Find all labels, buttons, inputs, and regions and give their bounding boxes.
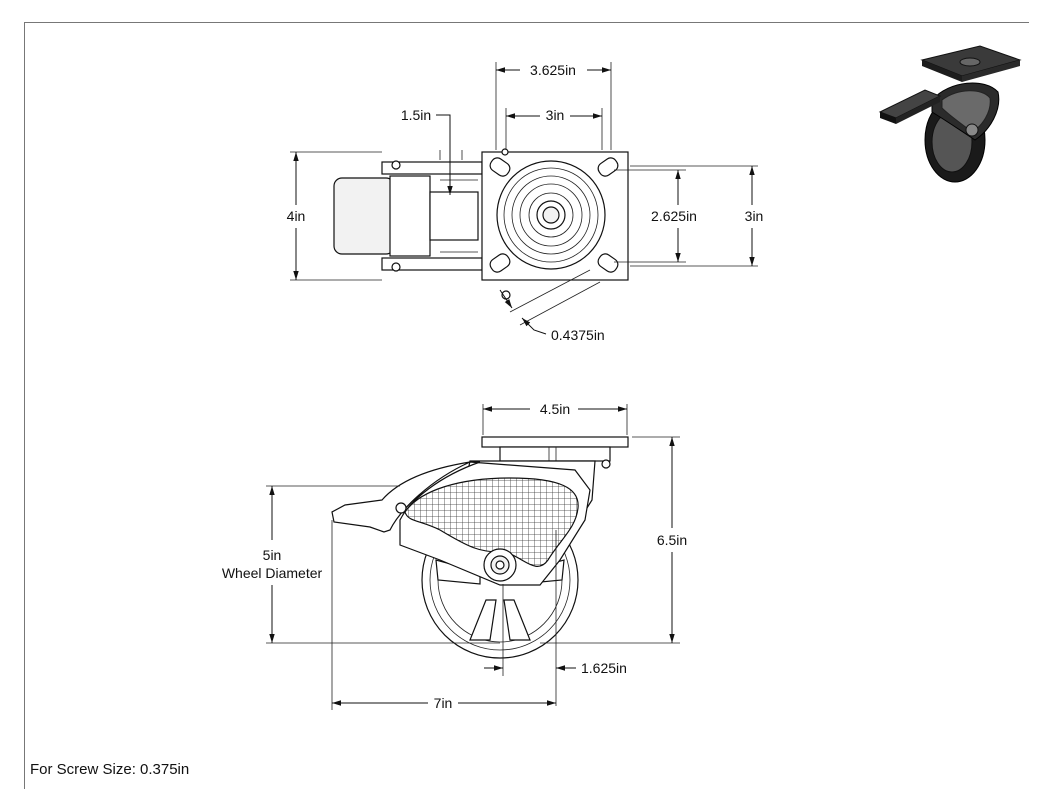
dim-swivel-offset: 1.625in [581, 660, 627, 676]
caster-3d-preview-icon [878, 45, 1022, 183]
dim-overall-length: 7in [434, 695, 453, 711]
dim-wheel-diameter-label: Wheel Diameter [222, 565, 323, 581]
dim-overall-width: 4in [287, 208, 306, 224]
dim-bolt-hole: 0.4375in [551, 327, 605, 343]
dim-plate-width: 3.625in [530, 62, 576, 78]
dim-bolt-spacing-vertical: 2.625in [651, 208, 697, 224]
dim-overall-height: 6.5in [657, 532, 687, 548]
dim-brake-offset: 1.5in [401, 107, 431, 123]
dim-bolt-spacing: 3in [546, 107, 565, 123]
dim-plate-height: 3in [745, 208, 764, 224]
dim-side-plate-width: 4.5in [540, 401, 570, 417]
top-view [290, 62, 758, 335]
side-view [266, 404, 680, 710]
drawing-frame [24, 22, 1029, 789]
dim-wheel-diameter: 5in [263, 547, 282, 563]
screw-size-note: For Screw Size: 0.375in [30, 761, 190, 778]
